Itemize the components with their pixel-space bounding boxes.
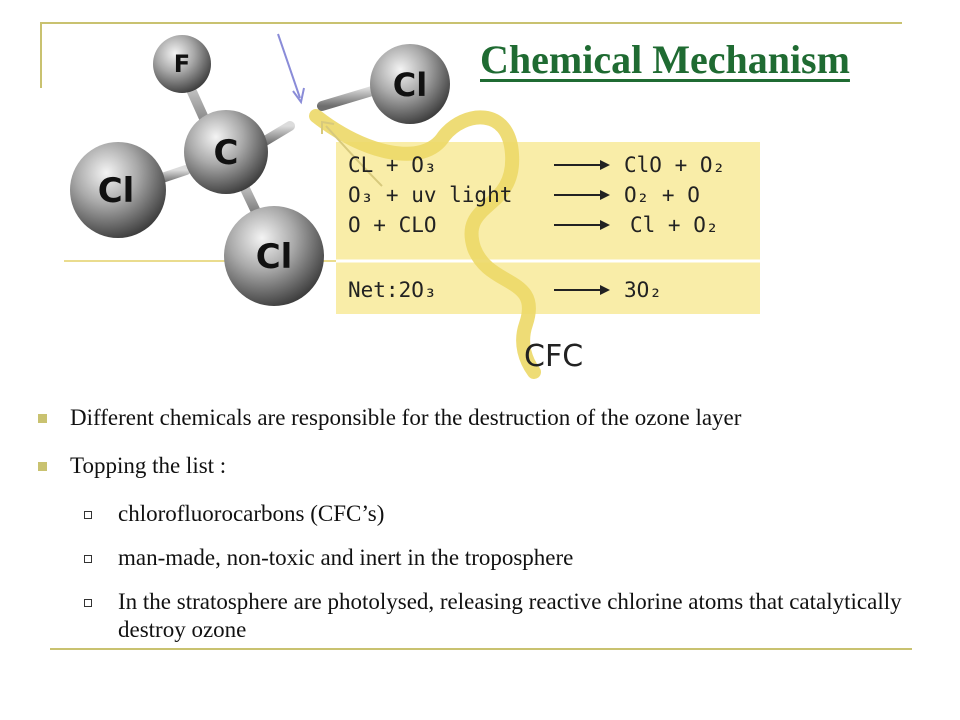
incoming-arrow: [277, 33, 305, 105]
reaction-panel: [336, 142, 760, 314]
atom-f-label: F: [174, 50, 190, 78]
net-reaction-right: 3O₂: [624, 278, 662, 302]
reaction-2-right: O₂ + O: [624, 183, 700, 207]
atom-cl-free-label: Cl: [393, 66, 427, 104]
cfc-wave-path: [309, 109, 541, 379]
frame-bottom-line: [50, 648, 912, 650]
atom-f: F: [153, 35, 211, 93]
frame-left-line: [40, 22, 42, 88]
atom-cl-bottom: Cl: [224, 206, 324, 306]
bullet-list: Different chemicals are responsible for …: [38, 404, 958, 660]
sub-bullet-item: chlorofluorocarbons (CFC’s): [38, 500, 958, 528]
reaction-row-1: CL + O₃ ClO + O₂: [348, 153, 725, 177]
bullet-item: Topping the list :: [38, 452, 958, 480]
atom-c-label: C: [214, 133, 239, 173]
sub-bullet-item: In the stratosphere are photolysed, rele…: [38, 588, 958, 644]
bullet-item: Different chemicals are responsible for …: [38, 404, 958, 432]
reaction-row-3: O + CLO Cl + O₂: [348, 213, 719, 237]
reaction-1-left: CL + O₃: [348, 153, 437, 177]
net-reaction-left: Net:2O₃: [348, 278, 437, 302]
slide-title: Chemical Mechanism: [480, 37, 850, 82]
net-reaction-row: Net:2O₃ 3O₂: [348, 278, 662, 302]
atom-c: C: [184, 110, 268, 194]
atom-cl-left: Cl: [70, 142, 166, 238]
cfc-mechanism-diagram: F Cl C Cl Cl CL + O₃ ClO + O₂ O₃ + uv li…: [64, 33, 760, 379]
release-arrow: [321, 120, 383, 187]
atom-cl-left-label: Cl: [98, 171, 135, 211]
frame-top-line: [40, 22, 902, 24]
reaction-3-right: Cl + O₂: [630, 213, 719, 237]
reaction-3-left: O + CLO: [348, 213, 437, 237]
sub-bullet-item: man-made, non-toxic and inert in the tro…: [38, 544, 958, 572]
reaction-2-left: O₃ + uv light: [348, 183, 512, 207]
atom-cl-bottom-label: Cl: [256, 237, 293, 277]
reaction-row-2: O₃ + uv light O₂ + O: [348, 183, 700, 207]
atom-cl-free: Cl: [370, 44, 450, 124]
cfc-label: CFC: [524, 339, 583, 374]
reaction-1-right: ClO + O₂: [624, 153, 725, 177]
